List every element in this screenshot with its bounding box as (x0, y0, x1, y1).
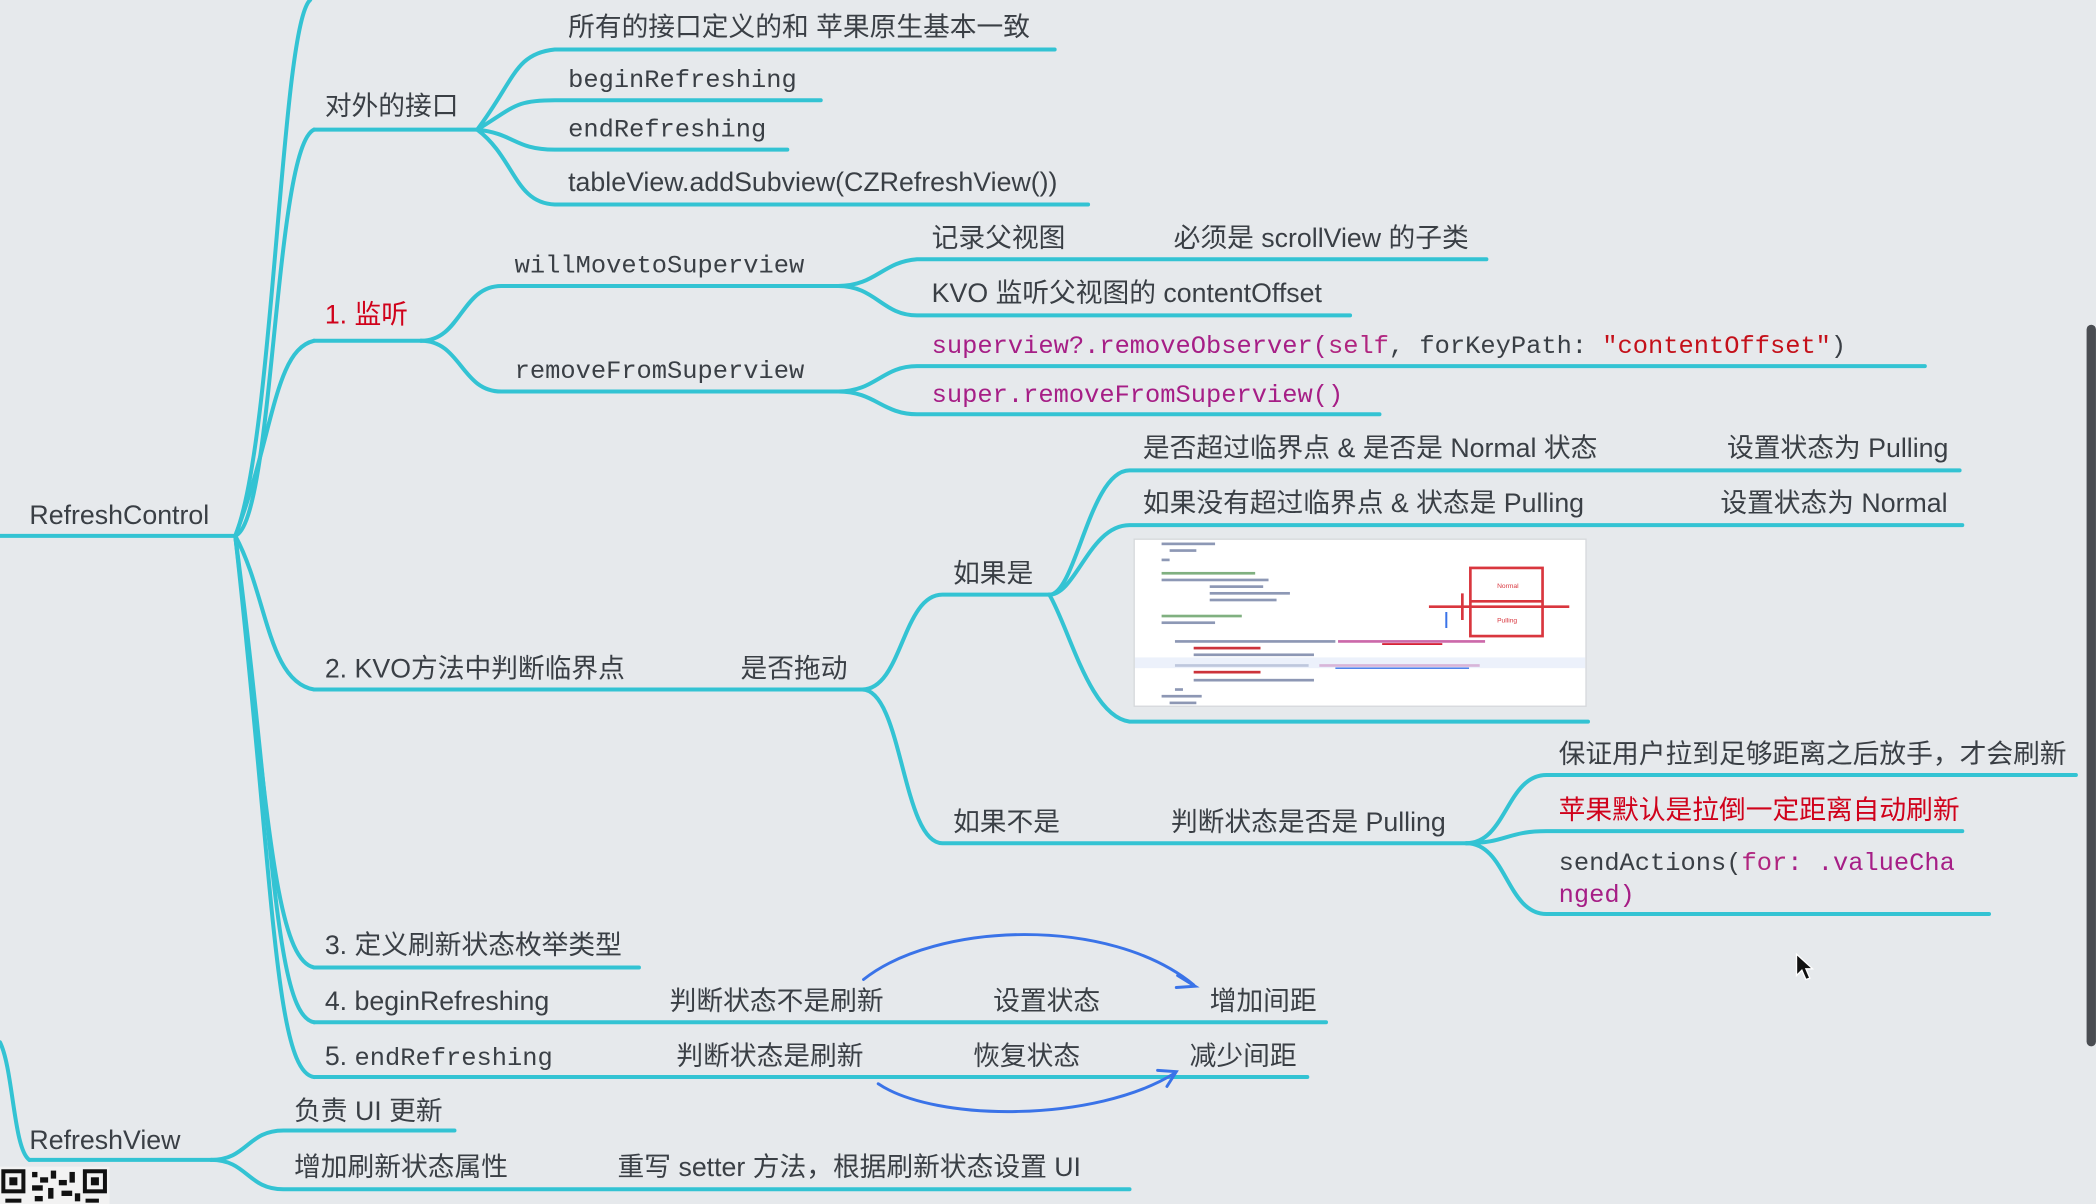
node-increase-spacing[interactable]: 增加间距 (1209, 987, 1317, 1017)
end-refreshing-index: 5. (324, 1042, 355, 1072)
node-if-yes[interactable]: 如果是 (953, 559, 1034, 590)
node-must-be-scrollview[interactable]: 必须是 scrollView 的子类 (1173, 224, 1469, 254)
node-kvo-listen-offset[interactable]: KVO 监听父视图的 contentOffset (931, 279, 1322, 309)
code-close-paren: ) (1830, 331, 1847, 361)
end-refreshing-label: endRefreshing (354, 1043, 553, 1074)
code-screenshot-drawing: Normal Pulling (1134, 542, 1586, 705)
thumb-pulling-label: Pulling (1497, 618, 1517, 625)
node-judge-is-refreshing[interactable]: 判断状态是刷新 (676, 1042, 864, 1072)
node-add-state-property[interactable]: 增加刷新状态属性 (294, 1153, 508, 1183)
code-screenshot-image[interactable]: Normal Pulling (1134, 539, 1586, 706)
mouse-pointer-icon (1795, 952, 1814, 981)
qr-code-icon (0, 1166, 110, 1204)
node-restore-state[interactable]: 恢复状态 (973, 1042, 1081, 1072)
node-refresh-view[interactable]: RefreshView (29, 1126, 181, 1156)
code-for-keyword: for (1741, 848, 1788, 878)
node-cond-over-threshold[interactable]: 是否超过临界点 & 是否是 Normal 状态 (1142, 434, 1598, 464)
code-send-actions-call: sendActions( (1558, 848, 1742, 878)
node-override-setter[interactable]: 重写 setter 方法，根据刷新状态设置 UI (617, 1153, 1081, 1183)
code-value-changed-end: nged) (1558, 880, 1635, 911)
node-apple-default[interactable]: 苹果默认是拉倒一定距离自动刷新 (1558, 796, 1960, 826)
node-code-super-remove[interactable]: super.removeFromSuperview() (931, 380, 1344, 411)
node-listen[interactable]: 1. 监听 (324, 300, 409, 331)
thumb-normal-label: Normal (1497, 583, 1519, 590)
node-judge-pulling[interactable]: 判断状态是否是 Pulling (1170, 808, 1446, 838)
node-api-consistent[interactable]: 所有的接口定义的和 苹果原生基本一致 (568, 13, 1031, 43)
node-will-move-to-superview[interactable]: willMovetoSuperview (514, 251, 805, 281)
node-ui-update[interactable]: 负责 UI 更新 (294, 1097, 443, 1127)
node-remove-from-superview[interactable]: removeFromSuperview (514, 356, 805, 387)
node-api-end-refreshing[interactable]: endRefreshing (568, 114, 767, 145)
node-cond-not-over[interactable]: 如果没有超过临界点 & 状态是 Pulling (1142, 489, 1585, 519)
node-set-normal[interactable]: 设置状态为 Normal (1720, 489, 1948, 519)
node-record-parent[interactable]: 记录父视图 (931, 224, 1066, 254)
node-begin-refreshing[interactable]: 4. beginRefreshing (324, 987, 550, 1017)
node-refresh-control[interactable]: RefreshControl (29, 501, 210, 531)
node-end-refreshing[interactable]: 5. endRefreshing (325, 1041, 553, 1074)
code-keypath-string: "contentOffset" (1602, 331, 1831, 361)
node-if-not[interactable]: 如果不是 (953, 808, 1061, 838)
node-code-remove-observer[interactable]: superview?.removeObserver(self, forKeyPa… (932, 330, 1846, 362)
code-keypath-label: , forKeyPath: (1388, 331, 1603, 361)
node-set-pulling[interactable]: 设置状态为 Pulling (1727, 434, 1949, 464)
node-judge-not-refreshing[interactable]: 判断状态不是刷新 (669, 987, 884, 1017)
node-set-state[interactable]: 设置状态 (993, 987, 1101, 1017)
node-send-actions[interactable]: sendActions(for: .valueCha nged) (1559, 847, 1955, 911)
node-define-enum[interactable]: 3. 定义刷新状态枚举类型 (324, 931, 622, 961)
node-decrease-spacing[interactable]: 减少间距 (1189, 1042, 1297, 1072)
node-external-api[interactable]: 对外的接口 (324, 92, 459, 122)
node-api-add-subview[interactable]: tableView.addSubview(CZRefreshView()) (568, 168, 1058, 198)
node-ensure-release[interactable]: 保证用户拉到足够距离之后放手，才会刷新 (1558, 740, 2067, 770)
node-api-begin-refreshing[interactable]: beginRefreshing (568, 65, 797, 95)
node-kvo-judge[interactable]: 2. KVO方法中判断临界点 (324, 654, 625, 685)
node-is-dragging[interactable]: 是否拖动 (740, 654, 848, 685)
code-value-changed-start: : .valueCha (1787, 848, 1955, 878)
vertical-scrollbar[interactable] (2086, 324, 2096, 1047)
code-remove-observer-call: superview?.removeObserver( (931, 331, 1328, 361)
code-self-keyword: self (1327, 331, 1389, 361)
